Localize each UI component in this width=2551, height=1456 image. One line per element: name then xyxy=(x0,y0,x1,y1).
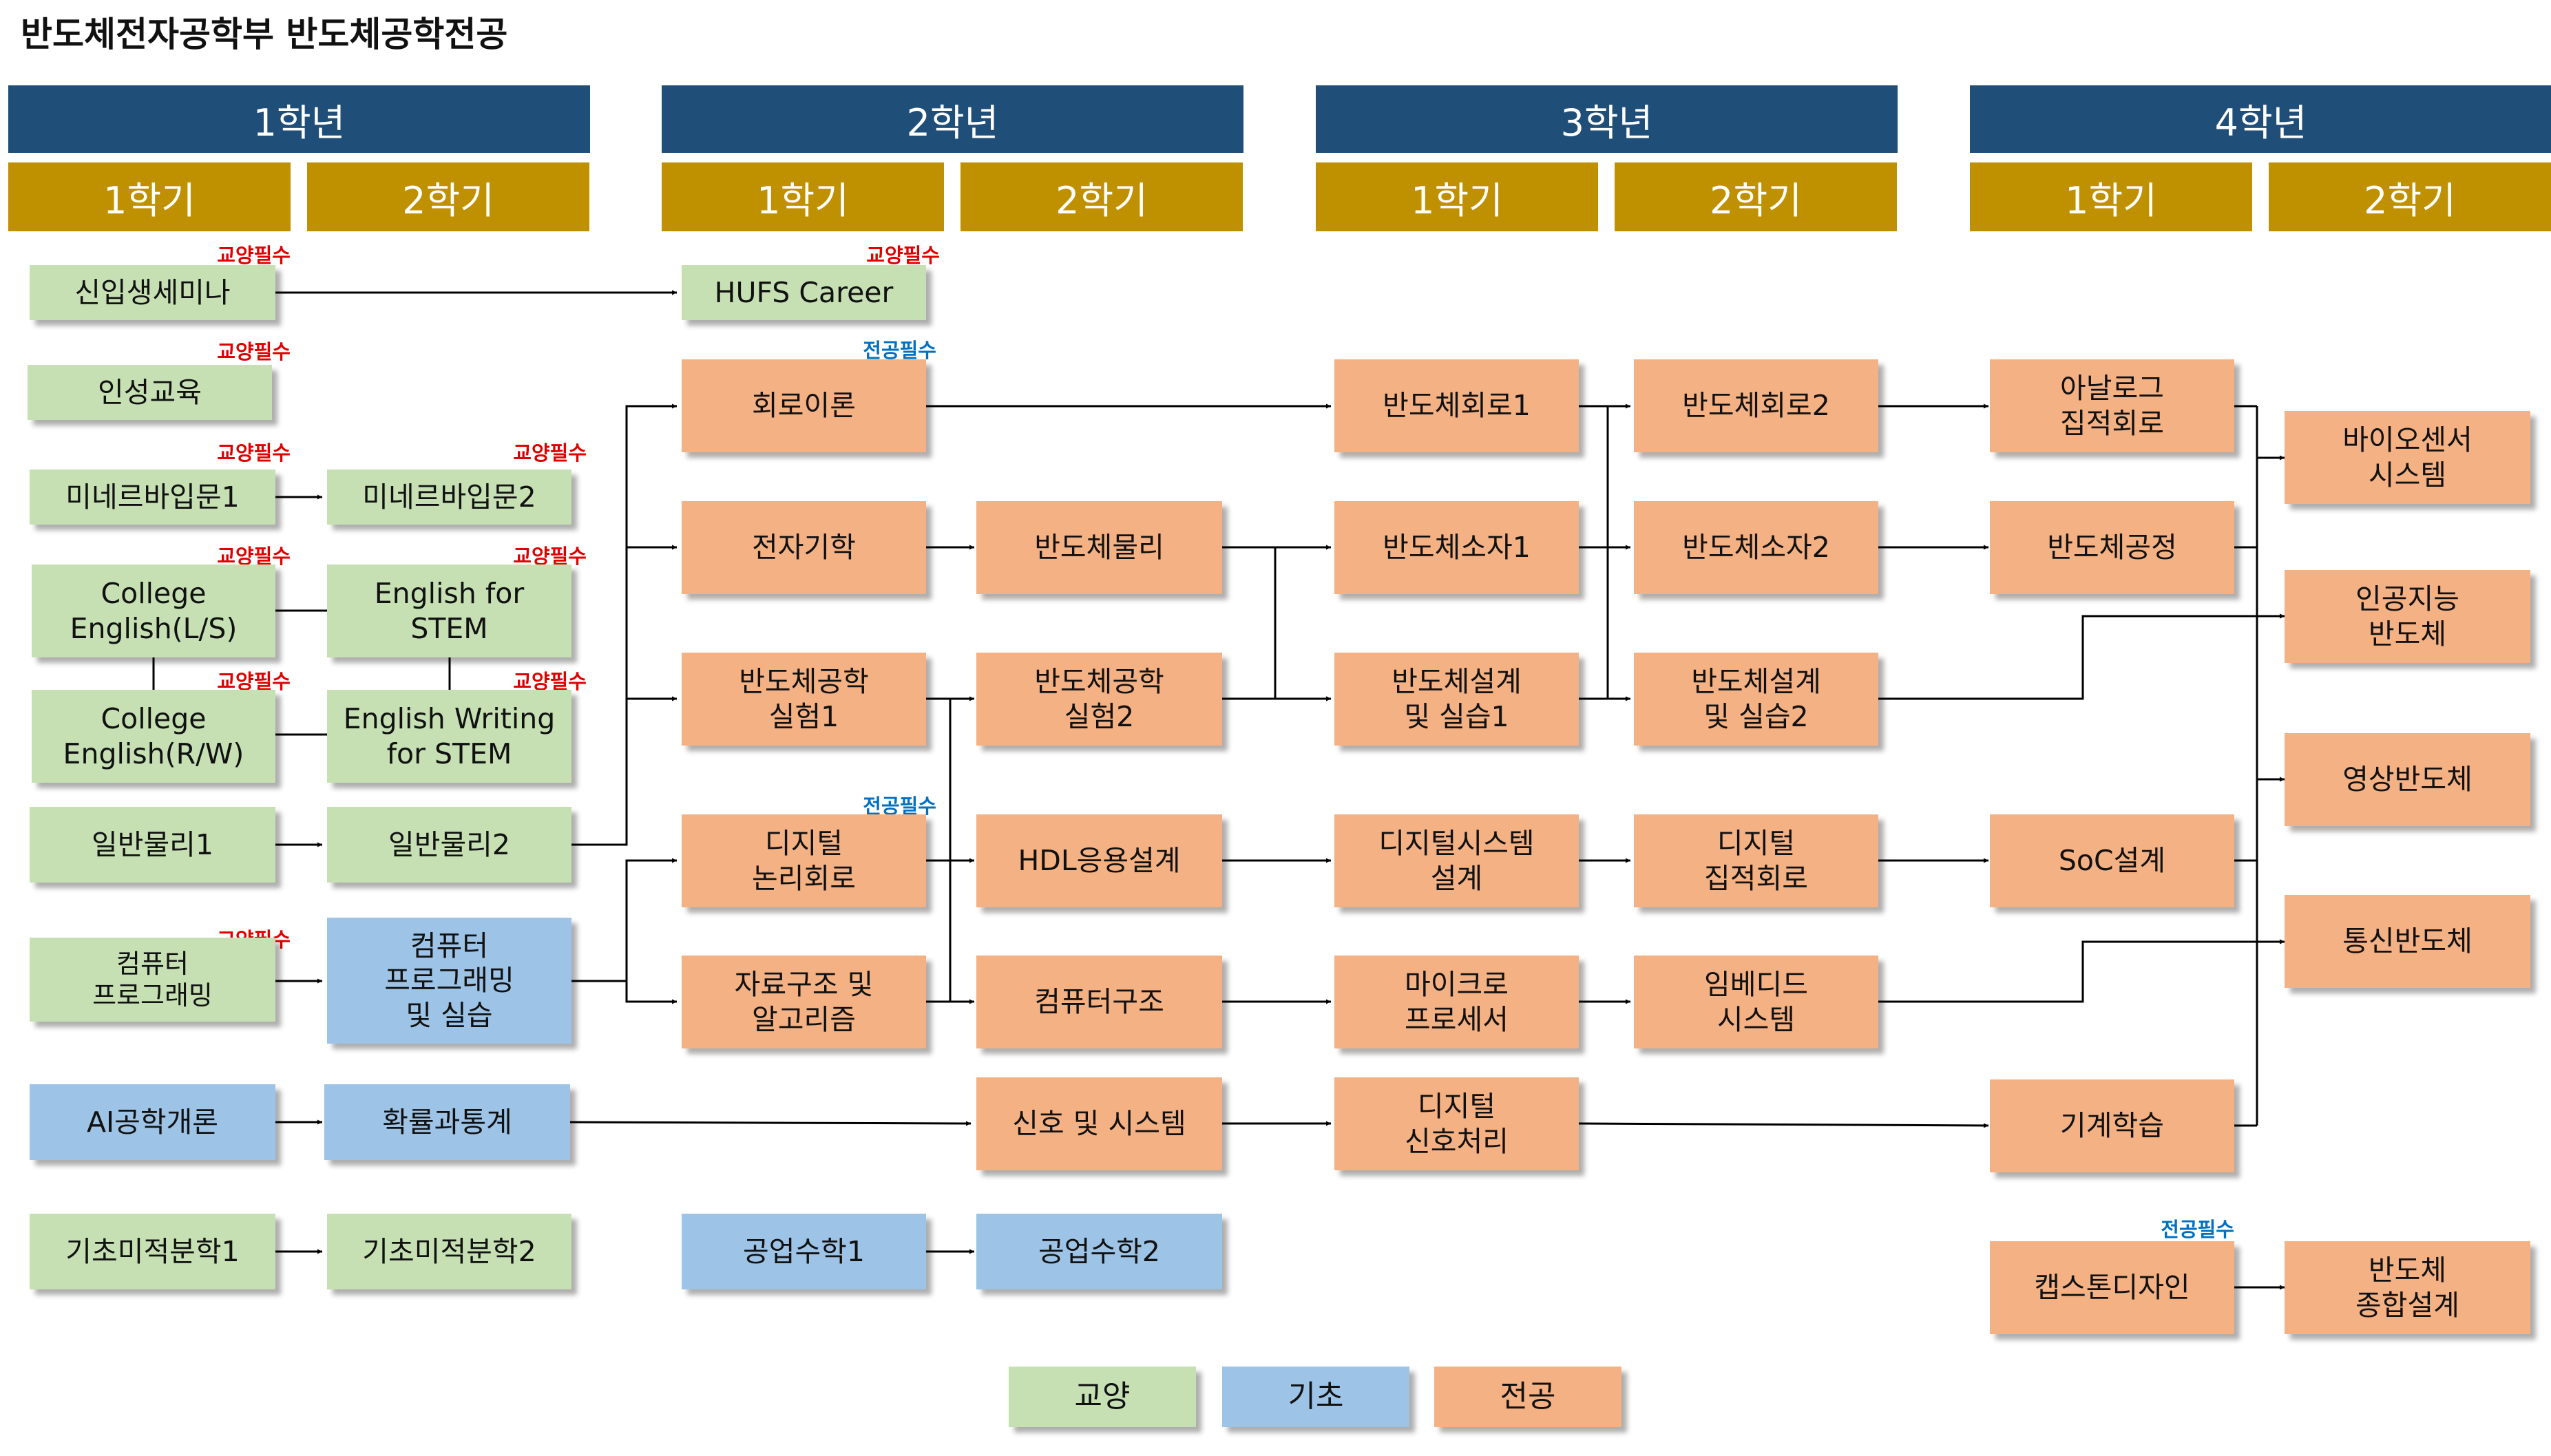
semester-header-4-1: 1학기 xyxy=(1970,162,2252,231)
course-semiconductor-circuit-1[interactable]: 반도체회로1 xyxy=(1334,359,1579,452)
legend-general: 교양 xyxy=(1009,1367,1196,1427)
line-programming-bus xyxy=(571,858,677,982)
course-electromagnetics[interactable]: 전자기학 xyxy=(682,501,926,594)
course-capstone-design[interactable]: 캡스톤디자인 xyxy=(1990,1241,2234,1334)
tag-general-required-career: 교양필수 xyxy=(866,244,940,267)
course-embedded-system[interactable]: 임베디드 시스템 xyxy=(1634,956,1878,1048)
course-semiconductor-lab-1[interactable]: 반도체공학 실험1 xyxy=(682,653,926,746)
course-computer-architecture[interactable]: 컴퓨터구조 xyxy=(976,956,1222,1048)
legend-major: 전공 xyxy=(1434,1367,1621,1427)
line-physics2-bus xyxy=(571,403,677,846)
course-digital-ic[interactable]: 디지털 집적회로 xyxy=(1634,814,1878,907)
course-machine-learning[interactable]: 기계학습 xyxy=(1990,1079,2234,1172)
tag-general-required-college-rw: 교양필수 xyxy=(217,670,291,693)
course-programming-lab[interactable]: 컴퓨터 프로그래밍 및 실습 xyxy=(327,918,571,1044)
year-header-2: 2학년 xyxy=(662,85,1243,153)
course-ai-intro[interactable]: AI공학개론 xyxy=(30,1084,275,1160)
course-calculus-1[interactable]: 기초미적분학1 xyxy=(30,1214,275,1289)
tag-major-required-digital-logic: 전공필수 xyxy=(863,794,936,818)
course-biosensor-system[interactable]: 바이오센서 시스템 xyxy=(2285,411,2530,504)
course-general-physics-1[interactable]: 일반물리1 xyxy=(30,807,275,883)
course-hdl-design[interactable]: HDL응용설계 xyxy=(976,814,1222,907)
course-semiconductor-circuit-2[interactable]: 반도체회로2 xyxy=(1634,359,1878,452)
course-semiconductor-device-1[interactable]: 반도체소자1 xyxy=(1334,501,1579,594)
course-probability-statistics[interactable]: 확률과통계 xyxy=(324,1084,570,1160)
course-hufs-career[interactable]: HUFS Career xyxy=(682,265,926,320)
course-ai-semiconductor[interactable]: 인공지능 반도체 xyxy=(2285,570,2530,663)
course-analog-ic[interactable]: 아날로그 집적회로 xyxy=(1990,359,2234,452)
course-signals-systems[interactable]: 신호 및 시스템 xyxy=(976,1077,1222,1170)
semester-header-3-2: 2학기 xyxy=(1615,162,1897,231)
course-semiconductor-comprehensive-design[interactable]: 반도체 종합설계 xyxy=(2285,1241,2530,1334)
year-header-1: 1학년 xyxy=(8,85,590,153)
semester-header-1-2: 2학기 xyxy=(307,162,589,231)
tag-general-required-minerva1: 교양필수 xyxy=(217,441,291,465)
course-circuit-theory[interactable]: 회로이론 xyxy=(682,359,926,452)
course-digital-signal-processing[interactable]: 디지털 신호처리 xyxy=(1334,1077,1579,1170)
course-calculus-2[interactable]: 기초미적분학2 xyxy=(327,1214,571,1289)
tag-general-required-eng-writing: 교양필수 xyxy=(513,670,587,693)
course-minerva-2[interactable]: 미네르바입문2 xyxy=(327,469,571,525)
course-english-for-stem[interactable]: English for STEM xyxy=(327,565,571,657)
year-header-4: 4학년 xyxy=(1970,85,2551,153)
course-engineering-math-2[interactable]: 공업수학2 xyxy=(976,1214,1222,1289)
semester-header-4-2: 2학기 xyxy=(2269,162,2551,231)
course-minerva-1[interactable]: 미네르바입문1 xyxy=(30,469,275,525)
course-college-english-rw[interactable]: College English(R/W) xyxy=(32,690,275,783)
course-semiconductor-design-1[interactable]: 반도체설계 및 실습1 xyxy=(1334,653,1579,746)
course-semiconductor-design-2[interactable]: 반도체설계 및 실습2 xyxy=(1634,653,1878,746)
course-microprocessor[interactable]: 마이크로 프로세서 xyxy=(1334,956,1579,1048)
course-image-semiconductor[interactable]: 영상반도체 xyxy=(2285,733,2530,826)
year-header-3: 3학년 xyxy=(1316,85,1898,153)
tag-general-required-character: 교양필수 xyxy=(217,340,291,363)
course-semiconductor-lab-2[interactable]: 반도체공학 실험2 xyxy=(976,653,1222,746)
line-design2-ai xyxy=(1878,613,2285,700)
course-character-education[interactable]: 인성교육 xyxy=(28,365,272,420)
course-semiconductor-physics[interactable]: 반도체물리 xyxy=(976,501,1222,594)
course-engineering-math-1[interactable]: 공업수학1 xyxy=(682,1214,926,1289)
line-semiphysics-bus xyxy=(1222,546,1331,701)
line-embedded-comm xyxy=(1878,939,2285,1003)
course-english-writing-stem[interactable]: English Writing for STEM xyxy=(327,690,571,783)
semester-header-3-1: 1학기 xyxy=(1316,162,1598,231)
semester-header-1-1: 1학기 xyxy=(8,162,291,231)
tag-general-required-college-ls: 교양필수 xyxy=(217,545,291,568)
course-communication-semiconductor[interactable]: 통신반도체 xyxy=(2285,895,2530,988)
arrow-prob-signals xyxy=(569,1121,972,1126)
course-general-physics-2[interactable]: 일반물리2 xyxy=(327,807,571,883)
course-digital-logic[interactable]: 디지털 논리회로 xyxy=(682,814,926,907)
legend-basic: 기초 xyxy=(1222,1367,1409,1427)
tag-major-required-capstone: 전공필수 xyxy=(2161,1218,2234,1241)
tag-general-required-eng-stem: 교양필수 xyxy=(513,545,587,568)
course-freshman-seminar[interactable]: 신입생세미나 xyxy=(30,265,275,320)
course-digital-system-design[interactable]: 디지털시스템 설계 xyxy=(1334,814,1579,907)
arrow-dsp-ml xyxy=(1578,1122,1989,1128)
tag-general-required-minerva2: 교양필수 xyxy=(513,441,587,465)
tag-major-required-circuit: 전공필수 xyxy=(863,339,936,362)
course-computer-programming[interactable]: 컴퓨터 프로그래밍 xyxy=(30,938,275,1022)
page-title: 반도체전자공학부 반도체공학전공 xyxy=(21,14,508,54)
tag-general-required-seminar: 교양필수 xyxy=(217,244,291,267)
course-semiconductor-device-2[interactable]: 반도체소자2 xyxy=(1634,501,1878,594)
course-college-english-ls[interactable]: College English(L/S) xyxy=(32,565,275,657)
course-semiconductor-process[interactable]: 반도체공정 xyxy=(1990,501,2234,594)
course-soc-design[interactable]: SoC설계 xyxy=(1990,814,2234,907)
semester-header-2-1: 1학기 xyxy=(662,162,944,231)
course-data-structures[interactable]: 자료구조 및 알고리즘 xyxy=(682,956,926,1048)
arrow-programming-ds xyxy=(625,981,677,1004)
semester-header-2-2: 2학기 xyxy=(960,162,1243,231)
